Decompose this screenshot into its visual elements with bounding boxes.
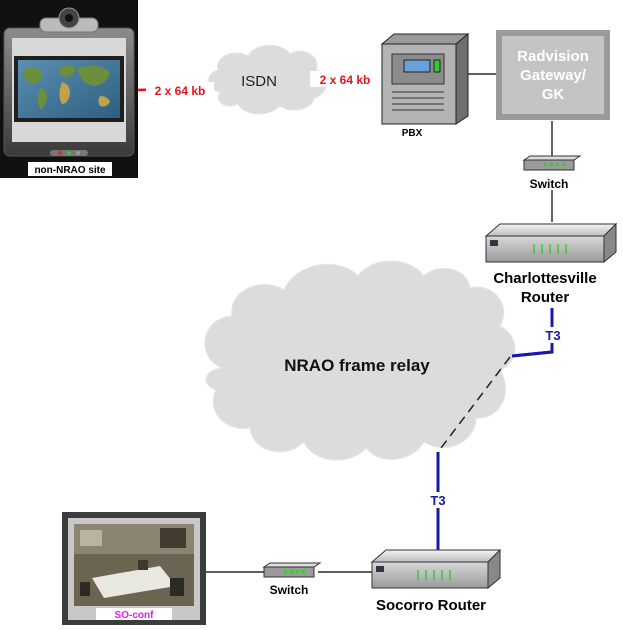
switch-top: Switch (522, 155, 582, 191)
switch-icon (263, 566, 315, 578)
svg-text:T3: T3 (545, 328, 560, 343)
t3-label-bottom: T3 (425, 492, 451, 508)
non-nrao-site-label: non-NRAO site (34, 165, 106, 176)
nrao-frame-relay-cloud: NRAO frame relay (204, 260, 516, 461)
switch-bottom-label: Switch (270, 583, 309, 597)
switch-icon (523, 159, 575, 171)
pbx-display-icon (403, 59, 431, 73)
svg-text:2 x 64 kb: 2 x 64 kb (320, 73, 371, 87)
switch-top-label: Switch (530, 177, 569, 191)
so-conf-monitor: SO-conf (62, 512, 206, 625)
so-router-label: Socorro Router (376, 597, 486, 614)
charlottesville-router: Charlottesville Router (484, 222, 618, 306)
gateway-label-line2: Gateway/ (520, 67, 587, 84)
frame-relay-label: NRAO frame relay (284, 356, 430, 375)
link-label-right: 2 x 64 kb (310, 71, 380, 87)
switch-bottom: Switch (262, 562, 322, 597)
cv-router-label-line1: Charlottesville (493, 270, 596, 287)
svg-text:T3: T3 (430, 493, 445, 508)
pbx-device: PBX (380, 32, 470, 139)
svg-text:2 x 64 kb: 2 x 64 kb (155, 84, 206, 98)
isdn-cloud: ISDN (208, 44, 327, 115)
router-icon (485, 235, 605, 263)
radvision-gateway: Radvision Gateway/ GK (496, 30, 610, 120)
world-map-icon (23, 65, 110, 110)
conference-room-photo (74, 524, 194, 598)
gateway-label-line1: Radvision (517, 48, 589, 65)
gateway-label-line3: GK (542, 86, 565, 103)
socorro-router: Socorro Router (370, 548, 502, 614)
t3-label-top: T3 (540, 327, 566, 343)
pbx-label: PBX (402, 128, 423, 139)
link-label-left: 2 x 64 kb (146, 82, 214, 98)
frame-relay-path-overlay (437, 356, 511, 453)
so-conf-label: SO-conf (115, 610, 155, 621)
cv-router-label-line2: Router (521, 289, 569, 306)
non-nrao-site-monitor: non-NRAO site (0, 0, 138, 178)
t3-link-top-overlay (511, 308, 554, 358)
router-icon (371, 561, 489, 589)
isdn-label: ISDN (241, 73, 277, 90)
